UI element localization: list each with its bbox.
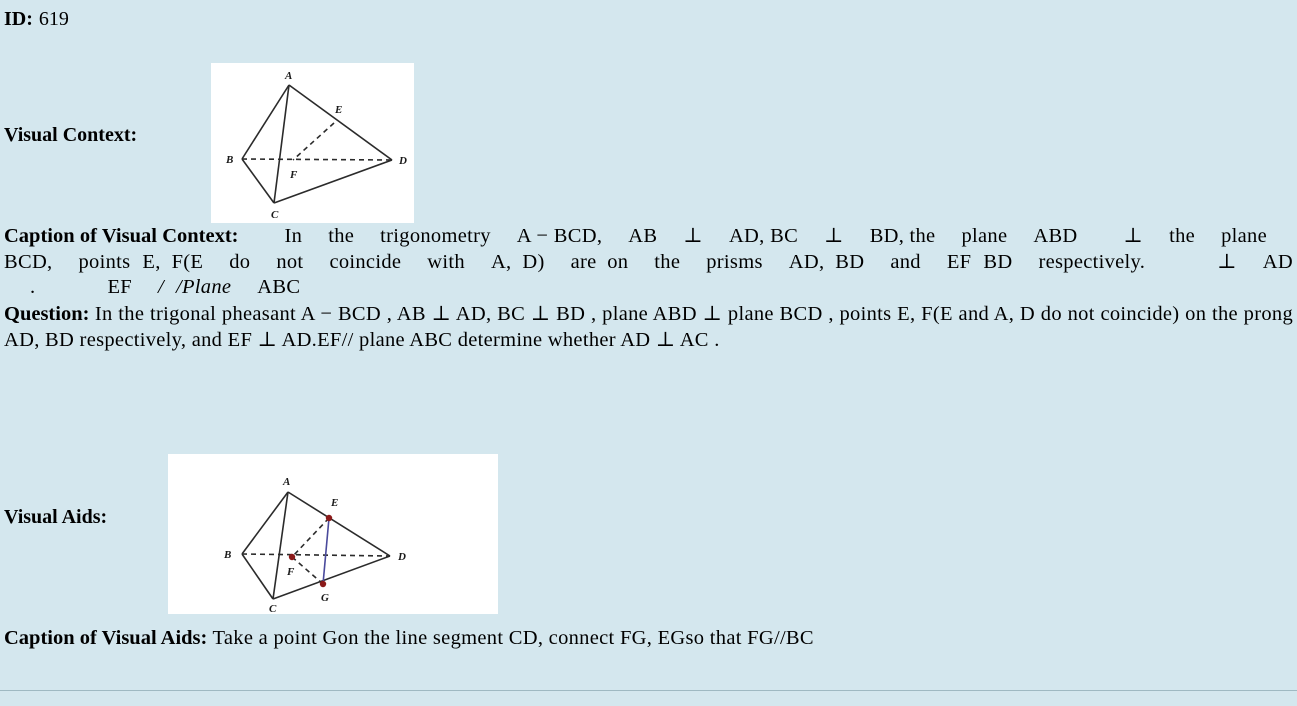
caption-context-l2g: BCD,	[4, 250, 53, 273]
caption-context-l3e: and	[890, 250, 921, 273]
visual-aids-figure: A E B F D G C	[168, 454, 498, 614]
caption-context-l3f: EF	[946, 250, 972, 273]
caption-context-l2l: coincide	[329, 250, 402, 273]
tetrahedron-abcd-with-ef-icon: A E B F D C	[225, 70, 407, 221]
vertex-label-c: C	[269, 603, 277, 614]
vertex-label-d: D	[397, 551, 406, 563]
caption-of-visual-context: Caption of Visual Context: In the trigonome…	[4, 224, 1293, 301]
caption-context-l3m: /	[157, 276, 164, 298]
visual-context-block: Visual Context: A E B F D C	[4, 58, 1294, 226]
caption-context-l2m: with	[427, 250, 465, 273]
caption-context-l2d: ⊥	[1123, 225, 1144, 247]
id-label: ID:	[4, 8, 33, 30]
visual-aids-block: Visual Aids: A E B	[4, 438, 1294, 618]
vertex-label-e: E	[330, 497, 338, 509]
question-text: In the trigonal pheasant A − BCD , AB ⊥ …	[4, 303, 1294, 351]
caption-context-l2c: ABD	[1033, 225, 1078, 247]
caption-context-l1e: AB	[628, 225, 658, 247]
caption-of-visual-aids: Caption of Visual Aids: Take a point Gon…	[4, 626, 1293, 652]
caption-context-l1i: BD,	[869, 225, 905, 247]
caption-context-l3h: respectively.	[1038, 250, 1146, 273]
question-label: Question:	[4, 303, 90, 325]
caption-context-l1c: trigonometry	[380, 225, 491, 247]
caption-context-l1b: the	[328, 225, 355, 247]
vertex-label-e: E	[334, 104, 342, 116]
vertex-label-b: B	[223, 549, 231, 561]
caption-context-l2o: are	[570, 250, 597, 273]
vertex-label-a: A	[284, 70, 292, 82]
caption-context-l3b: the	[654, 250, 681, 273]
tetrahedron-abcd-with-efg-icon: A E B F D G C	[223, 476, 406, 614]
point-marker-f	[288, 553, 296, 561]
caption-aids-text: Take a point Gon the line segment CD, co…	[212, 627, 814, 649]
caption-context-l2a: the	[909, 225, 936, 247]
caption-context-l3j: AD	[1262, 250, 1294, 273]
caption-context-l1d: A − BCD,	[516, 225, 603, 247]
caption-context-l3n: /Plane	[175, 276, 232, 298]
caption-aids-label: Caption of Visual Aids:	[4, 627, 208, 649]
question-block: Question: In the trigonal pheasant A − B…	[4, 302, 1293, 353]
caption-context-l1h: ⊥	[824, 225, 844, 247]
caption-context-l3k: .	[30, 276, 36, 298]
id-value: 619	[38, 8, 69, 30]
caption-context-l2e: the	[1169, 225, 1196, 247]
caption-context-l2f: plane	[1221, 225, 1267, 247]
caption-context-l3o: ABC	[257, 276, 301, 298]
caption-context-l1g: AD, BC	[728, 225, 799, 247]
caption-context-l2k: not	[276, 250, 304, 273]
vertex-label-a: A	[282, 476, 290, 488]
visual-context-figure: A E B F D C	[211, 63, 414, 223]
vertex-label-b: B	[225, 154, 233, 166]
vertex-label-c: C	[271, 209, 279, 221]
point-marker-g	[319, 580, 327, 588]
caption-context-l3c: prisms	[706, 250, 763, 273]
caption-context-l3d: AD, BD	[788, 250, 865, 273]
caption-context-l2b: plane	[961, 225, 1008, 247]
vertex-label-f: F	[286, 566, 295, 578]
visual-context-label: Visual Context:	[4, 124, 138, 146]
point-marker-e	[325, 514, 333, 522]
caption-context-l2h: points	[78, 250, 131, 273]
vertex-label-f: F	[289, 169, 298, 181]
caption-context-l3l: EF	[107, 276, 132, 298]
bottom-divider	[0, 690, 1297, 691]
caption-context-l3g: BD	[983, 250, 1013, 273]
caption-context-l3a: on	[607, 250, 629, 273]
id-row: ID:619	[4, 6, 69, 32]
visual-aids-label: Visual Aids:	[4, 506, 108, 528]
caption-context-l2i: E, F(E	[142, 250, 204, 273]
caption-context-label: Caption of Visual Context:	[4, 225, 239, 247]
vertex-label-g: G	[321, 592, 329, 604]
caption-context-l1a: In	[284, 225, 303, 247]
caption-context-l2j: do	[229, 250, 251, 273]
caption-context-l1f: ⊥	[683, 225, 703, 247]
caption-context-l3i: ⊥	[1217, 250, 1237, 273]
caption-context-l2n: A, D)	[490, 250, 545, 273]
vertex-label-d: D	[398, 155, 407, 167]
